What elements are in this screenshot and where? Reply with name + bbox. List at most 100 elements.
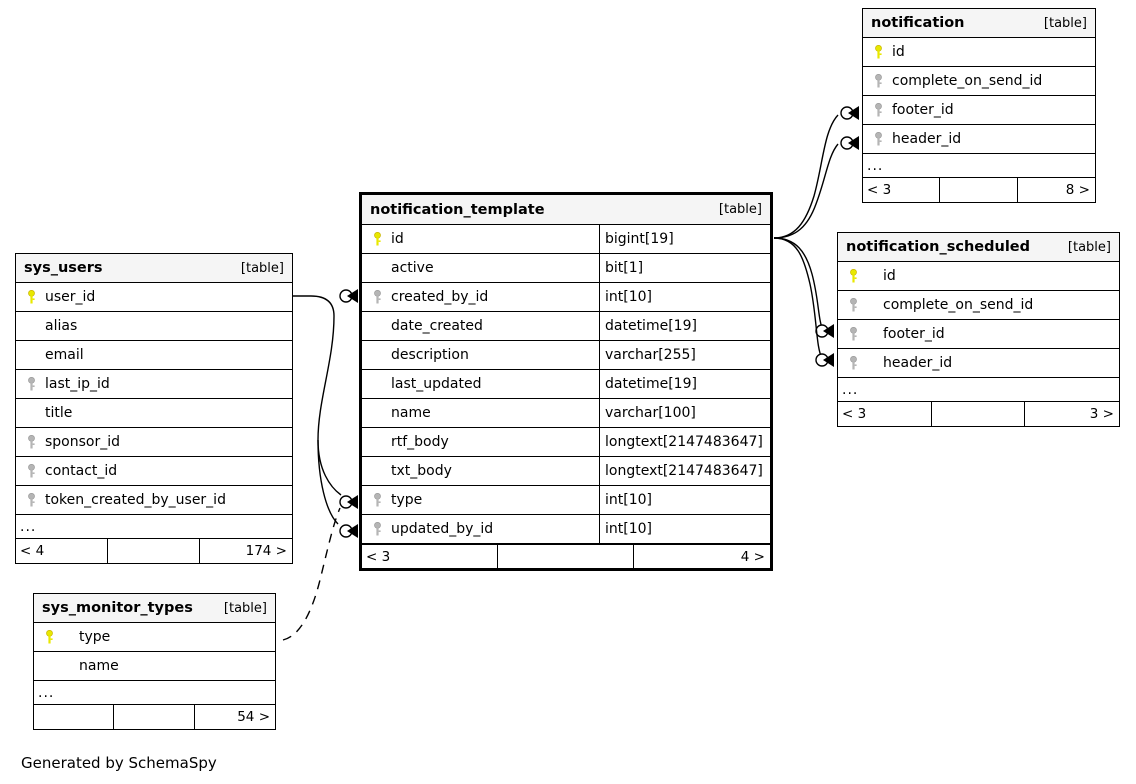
column-cell: active xyxy=(362,254,599,282)
column-name: name xyxy=(79,658,119,674)
more-columns-indicator: ... xyxy=(34,681,275,705)
table-title: sys_monitor_types xyxy=(42,600,193,616)
footer-children-count[interactable]: 174 > xyxy=(245,543,287,559)
primary-key-icon xyxy=(369,231,385,247)
footer-parents-count[interactable] xyxy=(34,705,115,729)
column-name: alias xyxy=(45,318,78,334)
table-row[interactable]: id xyxy=(863,38,1095,67)
column-cell: sponsor_id xyxy=(16,428,292,456)
column-cell: title xyxy=(16,399,292,427)
column-datatype: bigint[19] xyxy=(599,225,770,253)
table-row[interactable]: name varchar[100] xyxy=(362,399,770,428)
table-notification-template[interactable]: notification_template [table] id bigint[… xyxy=(359,192,773,571)
column-name: title xyxy=(45,405,73,421)
column-name: created_by_id xyxy=(391,289,489,305)
table-row[interactable]: id xyxy=(838,262,1119,291)
table-row[interactable]: active bit[1] xyxy=(362,254,770,283)
column-datatype: int[10] xyxy=(599,283,770,311)
table-sys-monitor-types[interactable]: sys_monitor_types [table] type name ... … xyxy=(33,593,276,730)
footer-parents-count[interactable]: < 3 xyxy=(838,402,932,426)
edge-template-id-to-scheduled-headerid xyxy=(773,237,834,367)
foreign-key-icon xyxy=(23,376,39,392)
table-header: notification_scheduled [table] xyxy=(838,233,1119,262)
generator-caption: Generated by SchemaSpy xyxy=(21,754,217,772)
column-datatype: datetime[19] xyxy=(599,370,770,398)
table-row[interactable]: type xyxy=(34,623,275,652)
table-title: notification_template xyxy=(370,201,545,218)
column-datatype: int[10] xyxy=(599,515,770,543)
table-row[interactable]: type int[10] xyxy=(362,486,770,515)
footer-children-count[interactable]: 54 > xyxy=(237,709,270,725)
table-notification-scheduled[interactable]: notification_scheduled [table] id comple… xyxy=(837,232,1120,427)
table-row[interactable]: txt_body longtext[2147483647] xyxy=(362,457,770,486)
column-cell: complete_on_send_id xyxy=(838,291,1119,319)
table-row[interactable]: id bigint[19] xyxy=(362,225,770,254)
footer-parents-count[interactable]: < 3 xyxy=(362,545,499,568)
table-header: sys_monitor_types [table] xyxy=(34,594,275,623)
column-name: contact_id xyxy=(45,463,118,479)
column-cell: header_id xyxy=(838,349,1119,377)
table-row[interactable]: description varchar[255] xyxy=(362,341,770,370)
column-name: complete_on_send_id xyxy=(892,73,1043,89)
column-cell: description xyxy=(362,341,599,369)
column-name: footer_id xyxy=(892,102,954,118)
column-cell: updated_by_id xyxy=(362,515,599,543)
table-row[interactable]: last_ip_id xyxy=(16,370,292,399)
table-row[interactable]: header_id xyxy=(838,349,1119,378)
foreign-key-icon xyxy=(870,131,886,147)
column-cell: type xyxy=(34,623,275,651)
table-row[interactable]: email xyxy=(16,341,292,370)
column-datatype: varchar[255] xyxy=(599,341,770,369)
foreign-key-icon xyxy=(870,73,886,89)
table-notification[interactable]: notification [table] id complete_on_send… xyxy=(862,8,1096,203)
table-footer: 54 > xyxy=(34,705,275,729)
table-row[interactable]: created_by_id int[10] xyxy=(362,283,770,312)
table-row[interactable]: contact_id xyxy=(16,457,292,486)
table-row[interactable]: rtf_body longtext[2147483647] xyxy=(362,428,770,457)
table-sys-users[interactable]: sys_users [table] user_id alias email xyxy=(15,253,293,564)
table-row[interactable]: last_updated datetime[19] xyxy=(362,370,770,399)
foreign-key-icon xyxy=(369,289,385,305)
foreign-key-icon xyxy=(23,492,39,508)
column-name: header_id xyxy=(883,355,953,371)
column-cell: type xyxy=(362,486,599,514)
table-type-tag: [table] xyxy=(1067,239,1111,255)
table-title: notification_scheduled xyxy=(846,239,1031,255)
column-name: footer_id xyxy=(883,326,945,342)
table-title: notification xyxy=(871,15,965,31)
column-name: txt_body xyxy=(391,463,452,479)
column-name: type xyxy=(391,492,423,508)
table-row[interactable]: complete_on_send_id xyxy=(863,67,1095,96)
edge-template-id-to-notification-headerid xyxy=(773,136,859,239)
table-row[interactable]: sponsor_id xyxy=(16,428,292,457)
table-footer: < 3 3 > xyxy=(838,402,1119,426)
edge-sysusers-userid-to-updatedby xyxy=(317,439,358,538)
table-row[interactable]: header_id xyxy=(863,125,1095,154)
table-type-tag: [table] xyxy=(718,202,762,217)
table-row[interactable]: complete_on_send_id xyxy=(838,291,1119,320)
table-row[interactable]: token_created_by_user_id xyxy=(16,486,292,515)
table-row[interactable]: name xyxy=(34,652,275,681)
table-row[interactable]: user_id xyxy=(16,283,292,312)
footer-children-count[interactable]: 3 > xyxy=(1089,406,1114,422)
table-row[interactable]: title xyxy=(16,399,292,428)
table-header: notification [table] xyxy=(863,9,1095,38)
table-row[interactable]: alias xyxy=(16,312,292,341)
table-row[interactable]: footer_id xyxy=(863,96,1095,125)
column-cell: user_id xyxy=(16,283,292,311)
footer-middle xyxy=(114,705,195,729)
footer-parents-count[interactable]: < 3 xyxy=(863,178,941,202)
footer-children-count[interactable]: 4 > xyxy=(740,548,765,565)
footer-parents-count[interactable]: < 4 xyxy=(16,539,109,563)
column-name: header_id xyxy=(892,131,962,147)
column-cell: date_created xyxy=(362,312,599,340)
footer-children-count[interactable]: 8 > xyxy=(1065,182,1090,198)
table-row[interactable]: footer_id xyxy=(838,320,1119,349)
column-cell: rtf_body xyxy=(362,428,599,456)
column-name: active xyxy=(391,260,434,276)
column-name: id xyxy=(391,231,404,247)
table-type-tag: [table] xyxy=(240,260,284,276)
column-name: email xyxy=(45,347,84,363)
table-row[interactable]: updated_by_id int[10] xyxy=(362,515,770,544)
table-row[interactable]: date_created datetime[19] xyxy=(362,312,770,341)
